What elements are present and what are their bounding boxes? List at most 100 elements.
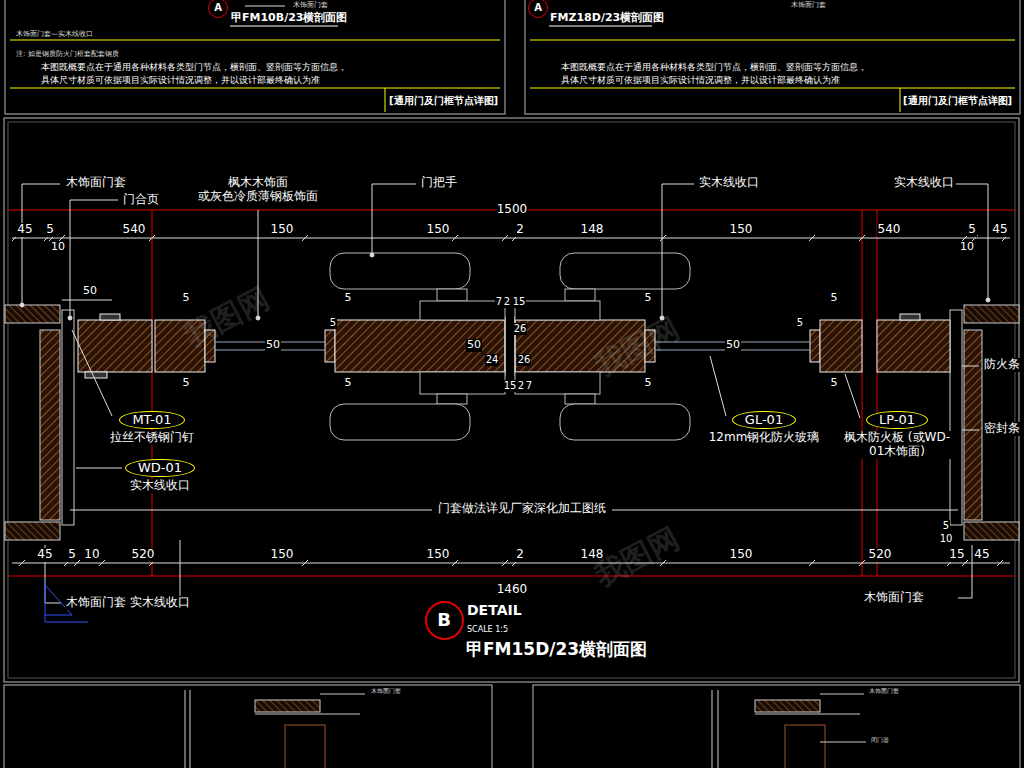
dimension-value: 1500 xyxy=(496,203,529,217)
dimension-value: 24 xyxy=(485,354,500,366)
dimension-value: 5 xyxy=(344,377,353,390)
callout-description: 12mm钢化防火玻璃 xyxy=(709,431,820,445)
detail-marker: A xyxy=(528,0,548,18)
annotation-text: 闭门器 xyxy=(870,737,890,744)
dimension-value: 5 xyxy=(344,292,353,305)
annotation-text: 门合页 xyxy=(122,193,160,207)
dimension-tick xyxy=(19,560,25,566)
dimension-value: 5 xyxy=(830,292,839,305)
dimension-value: 50 xyxy=(82,285,98,298)
dimension-value: 5 xyxy=(942,520,950,532)
callout-code: MT-01 xyxy=(119,411,184,430)
detail-marker: B xyxy=(425,601,464,640)
callout-tag: MT-01拉丝不锈钢门钉 xyxy=(110,411,194,446)
dimension-tick xyxy=(502,560,508,566)
dimension-value: 5 xyxy=(329,317,337,329)
annotation-text: 木饰面门套—实木线收口 xyxy=(15,30,94,38)
dimension-value: 5 xyxy=(796,317,804,329)
watermark: 我图网 xyxy=(179,280,276,354)
callout-description: 枫木防火板 (或WD-01木饰面) xyxy=(841,431,953,459)
annotation-text: 木饰面门套 xyxy=(370,688,402,695)
dimension-value: 5 xyxy=(182,292,191,305)
annotation-text: 具体尺寸材质可依据项目实际设计情况调整，并以设计部最终确认为准 xyxy=(560,75,841,85)
dimension-value: 10 xyxy=(50,241,66,254)
dimension-value: 5 xyxy=(644,292,653,305)
dimension-value: 45 xyxy=(991,223,1008,237)
dimension-value: 2 xyxy=(503,296,511,308)
dimension-value: 1460 xyxy=(496,583,529,597)
dimension-value: 520 xyxy=(131,548,156,562)
annotation-text: 木饰面门套 xyxy=(65,176,127,190)
dimension-tick xyxy=(149,235,155,241)
dimension-value: 45 xyxy=(16,223,33,237)
dimension-value: 2 xyxy=(515,548,525,562)
dimension-value: 10 xyxy=(959,241,975,254)
annotation-text: 木饰面门套 xyxy=(292,1,329,9)
annotation-text: 木饰面门套 xyxy=(868,688,900,695)
dimension-tick xyxy=(859,560,865,566)
callout-tag: GL-0112mm钢化防火玻璃 xyxy=(709,411,820,446)
wall-and-trim xyxy=(5,305,1019,540)
dimension-value: 15 xyxy=(948,548,965,562)
dimension-value: 150 xyxy=(270,223,295,237)
annotation-text: SCALE 1:5 xyxy=(466,625,509,634)
annotation-text: FMZ18D/23横剖面图 xyxy=(549,12,665,25)
annotation-text: DETAIL xyxy=(466,602,523,618)
dimension-value: 150 xyxy=(426,548,451,562)
callout-tag: WD-01实木线收口 xyxy=(125,459,195,494)
drawing-title: 甲FM15D/23横剖面图 xyxy=(465,640,648,660)
annotation-text: 密封条 xyxy=(983,422,1021,436)
dimension-tick xyxy=(302,560,308,566)
limit-lines xyxy=(8,210,1015,576)
dimension-value: 7 xyxy=(525,380,533,392)
callout-code: WD-01 xyxy=(125,459,195,478)
watermark: 我图网 xyxy=(589,520,686,594)
dimension-value: 50 xyxy=(466,339,482,352)
dimension-value: 5 xyxy=(67,548,77,562)
dimension-tick xyxy=(859,235,865,241)
annotation-text: 实木线收口 xyxy=(893,176,955,190)
dimension-value: 15 xyxy=(503,380,518,392)
dimension-tick xyxy=(660,235,666,241)
dimension-tick xyxy=(997,560,1003,566)
annotation-text: 本图既概要点在于通用各种材料各类型门节点，横剖面、竖剖面等方面信息， xyxy=(40,62,348,72)
annotation-text: 注: 如是钢质防火门框套配套钢质 xyxy=(15,50,120,58)
dimension-value: 45 xyxy=(973,548,990,562)
dimension-tick xyxy=(452,235,458,241)
callout-code: B xyxy=(425,601,464,640)
dimension-value: 5 xyxy=(644,377,653,390)
dimension-value: 150 xyxy=(729,548,754,562)
callout-code: A xyxy=(528,0,548,18)
callout-description: 实木线收口 xyxy=(130,479,190,493)
annotation-text: 木饰面门套 xyxy=(863,591,925,605)
dimension-value: 10 xyxy=(83,548,100,562)
dimension-value: 26 xyxy=(513,323,528,335)
annotation-text: [通用门及门框节点详图] xyxy=(388,95,499,107)
annotation-text: 枫木木饰面 或灰色冷质薄钢板饰面 xyxy=(191,176,325,204)
annotation-text: 木饰面门套 xyxy=(790,1,827,9)
callout-code: GL-01 xyxy=(732,411,796,430)
annotation-text: [通用门及门框节点详图] xyxy=(902,95,1013,107)
annotation-text: 甲FM10B/23横剖面图 xyxy=(230,12,348,25)
dimension-value: 50 xyxy=(265,339,281,352)
dimension-value: 5 xyxy=(830,377,839,390)
dimension-value: 150 xyxy=(270,548,295,562)
dimension-value: 540 xyxy=(877,223,902,237)
dimension-tick xyxy=(452,560,458,566)
dimension-value: 148 xyxy=(580,223,605,237)
annotation-text: 实木线收口 xyxy=(698,176,760,190)
dimension-lines xyxy=(12,235,1010,566)
dimension-value: 10 xyxy=(939,533,954,545)
sheet-frames xyxy=(4,0,1020,768)
dimension-value: 15 xyxy=(512,296,527,308)
dimension-value: 5 xyxy=(182,377,191,390)
annotation-text: 本图既概要点在于通用各种材料各类型门节点，横剖面、竖剖面等方面信息， xyxy=(560,62,868,72)
dimension-value: 150 xyxy=(729,223,754,237)
annotation-text: 防火条 xyxy=(983,358,1021,372)
leader-lines xyxy=(20,184,990,603)
annotation-text: 木饰面门套 实木线收口 xyxy=(65,596,191,610)
dimension-value: 150 xyxy=(426,223,451,237)
dimension-value: 5 xyxy=(45,223,55,237)
door-handles xyxy=(330,253,690,440)
dimension-value: 5 xyxy=(967,223,977,237)
